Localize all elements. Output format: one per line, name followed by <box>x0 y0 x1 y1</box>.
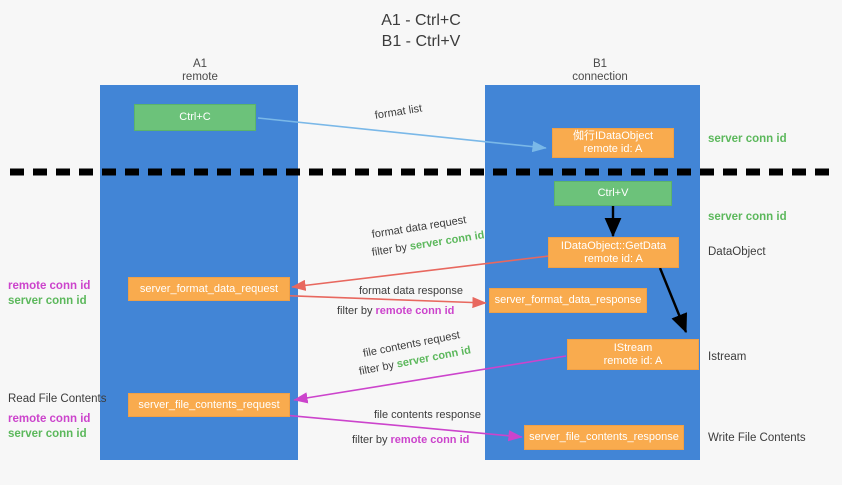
right-annotation-server-conn-id-1: server conn id <box>708 133 787 145</box>
page-title: A1 - Ctrl+C B1 - Ctrl+V <box>0 10 842 52</box>
filter-value-remote-conn-id-1: remote conn id <box>375 305 455 317</box>
box-ctrl-c[interactable]: Ctrl+C <box>134 104 256 131</box>
left-annotation-read-file-contents: Read File Contents <box>8 393 107 405</box>
lane-b1-name: B1 <box>592 58 608 70</box>
edge-label-file-contents-response: file contents response <box>374 409 482 421</box>
box-ctrl-v-label: Ctrl+V <box>597 187 629 199</box>
box-ctrl-c-label: Ctrl+C <box>179 111 211 123</box>
lane-b1-sub: connection <box>572 71 628 83</box>
box-server-file-contents-request[interactable]: server_file_contents_request <box>128 393 290 417</box>
box-server-file-contents-request-label: server_file_contents_request <box>138 398 280 411</box>
box-server-format-data-request-label: server_format_data_request <box>139 282 279 295</box>
box-idataobject[interactable]: 侞行IDataObject remote id: A <box>552 128 674 158</box>
right-annotation-write-file-contents: Write File Contents <box>708 432 806 444</box>
lane-header-b1: B1 connection <box>535 58 665 84</box>
box-getdata-line1: IDataObject::GetData <box>560 239 667 252</box>
edge-label-format-list: format list <box>374 102 423 122</box>
box-getdata-line2: remote id: A <box>584 252 643 265</box>
right-annotation-dataobject: DataObject <box>708 246 766 258</box>
box-idataobject-getdata[interactable]: IDataObject::GetData remote id: A <box>548 237 679 268</box>
box-server-file-contents-response-label: server_file_contents_response <box>529 431 679 443</box>
box-server-file-contents-response[interactable]: server_file_contents_response <box>524 425 684 450</box>
lane-header-a1: A1 remote <box>140 58 260 84</box>
box-istream-line2: remote id: A <box>603 354 663 367</box>
left-annotation-remote-conn-id-1: remote conn id <box>8 280 91 292</box>
filter-value-remote-conn-id-2: remote conn id <box>390 434 470 446</box>
lane-a1-sub: remote <box>182 71 218 83</box>
edge-label-format-data-response-filter: filter by remote conn id <box>337 305 455 317</box>
title-line-1: A1 - Ctrl+C <box>381 12 461 29</box>
box-istream-line1: IStream <box>613 341 653 354</box>
edge-label-format-data-response: format data response <box>359 285 463 297</box>
box-server-format-data-request[interactable]: server_format_data_request <box>128 277 290 301</box>
box-idataobject-line1: 侞行IDataObject <box>572 130 654 142</box>
left-annotation-remote-conn-id-2: remote conn id <box>8 413 91 425</box>
box-ctrl-v[interactable]: Ctrl+V <box>554 181 672 206</box>
box-server-format-data-response[interactable]: server_format_data_response <box>489 288 647 313</box>
dashed-divider <box>10 168 832 176</box>
left-annotation-server-conn-id-1: server conn id <box>8 295 87 307</box>
left-annotation-server-conn-id-2: server conn id <box>8 428 87 440</box>
box-server-format-data-response-label: server_format_data_response <box>494 294 642 306</box>
box-istream[interactable]: IStream remote id: A <box>567 339 699 370</box>
title-line-2: B1 - Ctrl+V <box>381 33 461 50</box>
right-annotation-istream: Istream <box>708 351 747 363</box>
lane-a1-name: A1 <box>192 58 208 70</box>
right-annotation-server-conn-id-2: server conn id <box>708 211 787 223</box>
box-idataobject-line2: remote id: A <box>583 143 643 155</box>
edge-label-file-contents-response-filter: filter by remote conn id <box>352 434 470 446</box>
